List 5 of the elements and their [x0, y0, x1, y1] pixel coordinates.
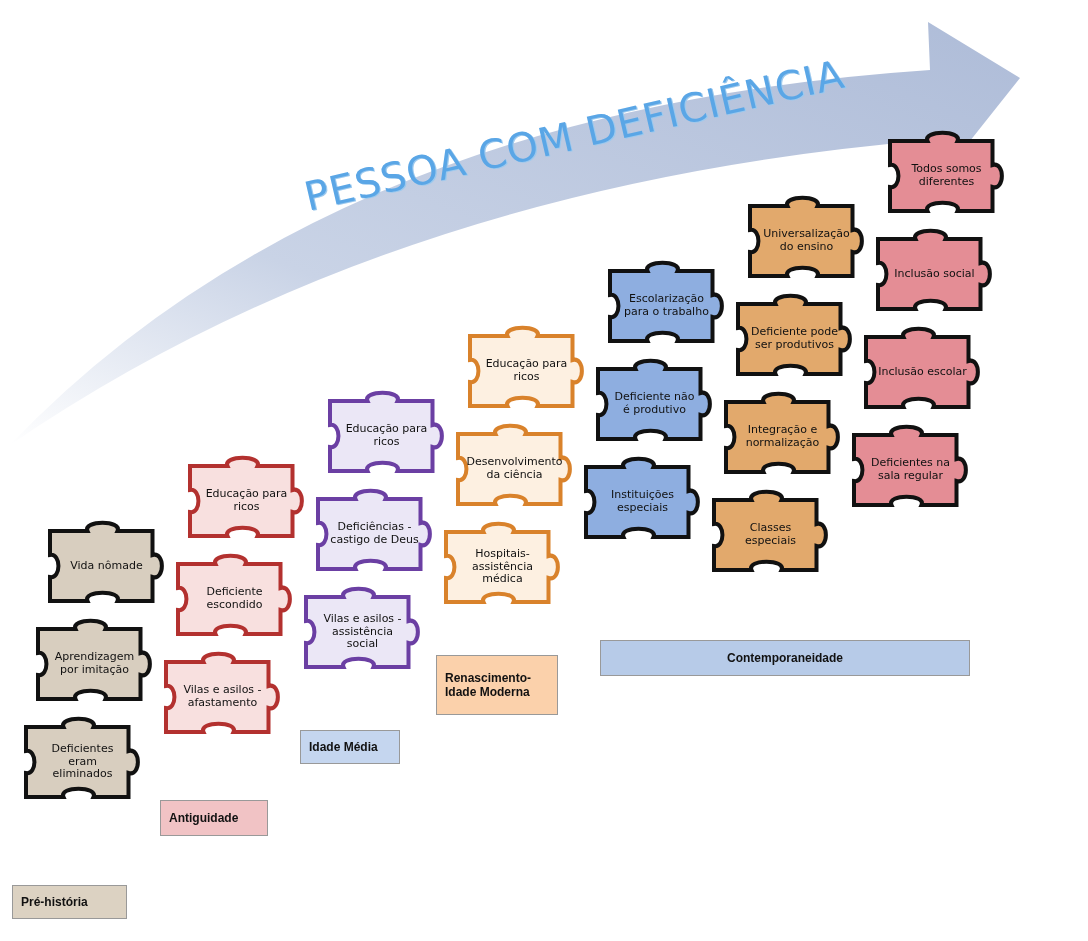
era-label: Pré-história: [12, 885, 127, 919]
era-label: Antiguidade: [160, 800, 268, 836]
era-label: Renascimento- Idade Moderna: [436, 655, 558, 715]
era-label: Idade Média: [300, 730, 400, 764]
era-label: Contemporaneidade: [600, 640, 970, 676]
